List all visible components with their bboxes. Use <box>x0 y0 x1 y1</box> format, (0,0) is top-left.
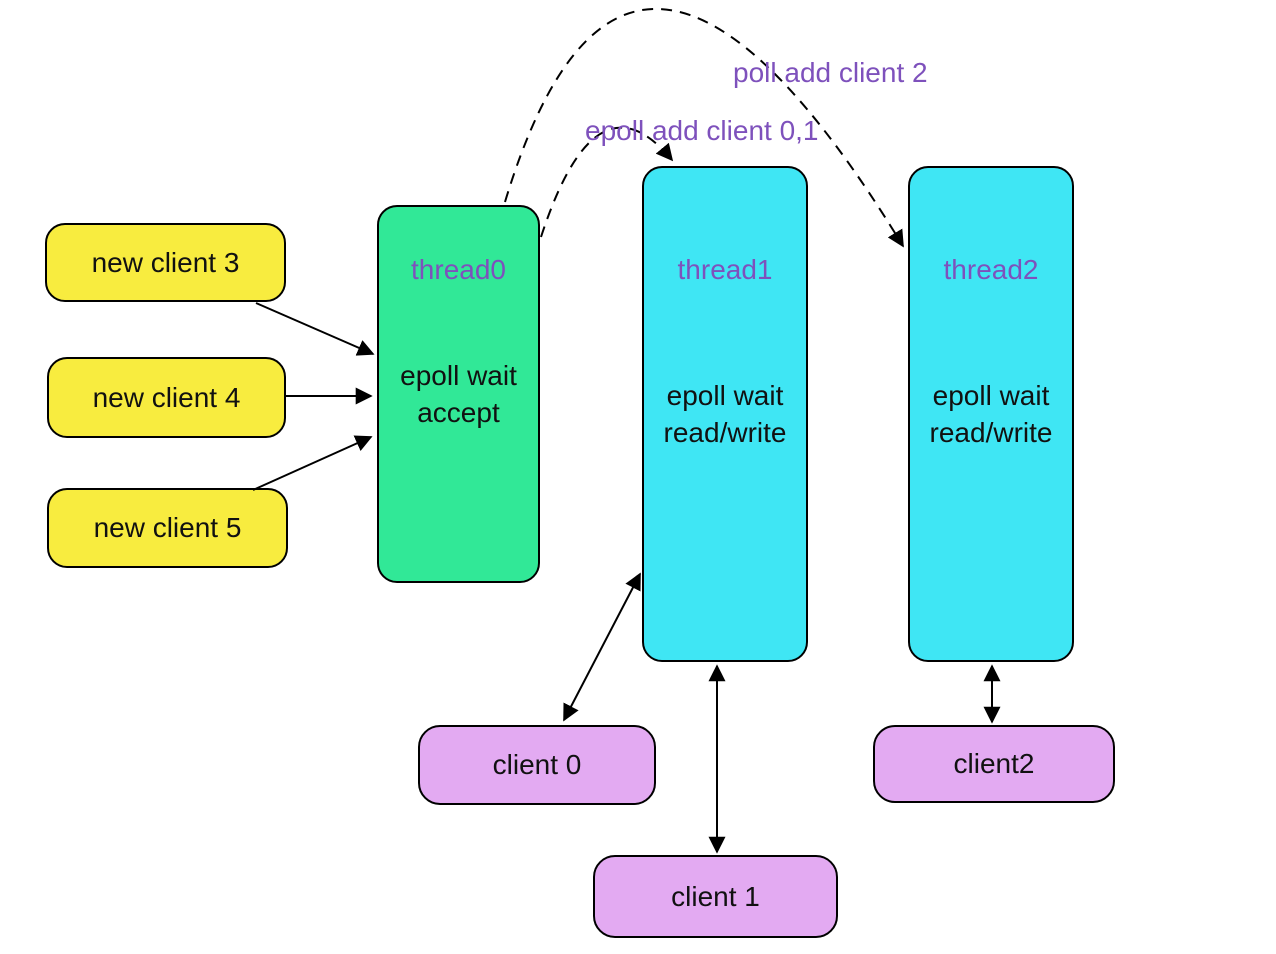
node-new-client-3-label: new client 3 <box>91 246 240 278</box>
node-thread0-title: thread0 <box>411 254 506 285</box>
node-new-client-5: new client 5 <box>47 488 288 568</box>
node-client-2: client2 <box>873 725 1115 803</box>
node-client-1-label: client 1 <box>671 880 760 912</box>
node-thread2-body-line1: epoll wait <box>932 380 1050 411</box>
node-thread0-body-line1: epoll wait <box>400 360 517 391</box>
node-thread2: thread2 epoll wait read/write <box>908 166 1074 662</box>
node-new-client-4-label: new client 4 <box>92 381 241 413</box>
arrow-thread1-client0-bidirectional <box>563 572 641 722</box>
node-thread2-body-line2: read/write <box>929 417 1053 448</box>
edge-label-epoll-add-client-0-1: epoll add client 0,1 <box>585 115 819 146</box>
node-new-client-4: new client 4 <box>47 357 286 438</box>
edge-label-poll-add-client-2: poll add client 2 <box>733 57 928 88</box>
arrow-new-client-3-to-thread0 <box>255 302 375 356</box>
node-thread0: thread0 epoll wait accept <box>377 205 540 583</box>
node-thread1-body-line2: read/write <box>663 417 787 448</box>
node-thread2-title: thread2 <box>943 254 1039 285</box>
node-thread1-body-line1: epoll wait <box>666 380 784 411</box>
node-client-0: client 0 <box>418 725 656 805</box>
node-new-client-3: new client 3 <box>45 223 286 302</box>
node-thread1-body: epoll wait read/write <box>664 377 787 451</box>
arrow-new-client-5-to-thread0 <box>252 435 373 491</box>
node-thread1-title: thread1 <box>677 254 773 285</box>
node-client-0-label: client 0 <box>492 749 582 780</box>
node-client-1: client 1 <box>593 855 838 938</box>
node-thread1: thread1 epoll wait read/write <box>642 166 808 662</box>
node-client-2-label: client2 <box>953 748 1035 779</box>
node-thread0-body-line2: accept <box>417 397 500 428</box>
node-new-client-5-label: new client 5 <box>93 512 242 543</box>
node-thread0-body: epoll wait accept <box>400 357 517 431</box>
node-thread2-body: epoll wait read/write <box>930 377 1053 451</box>
